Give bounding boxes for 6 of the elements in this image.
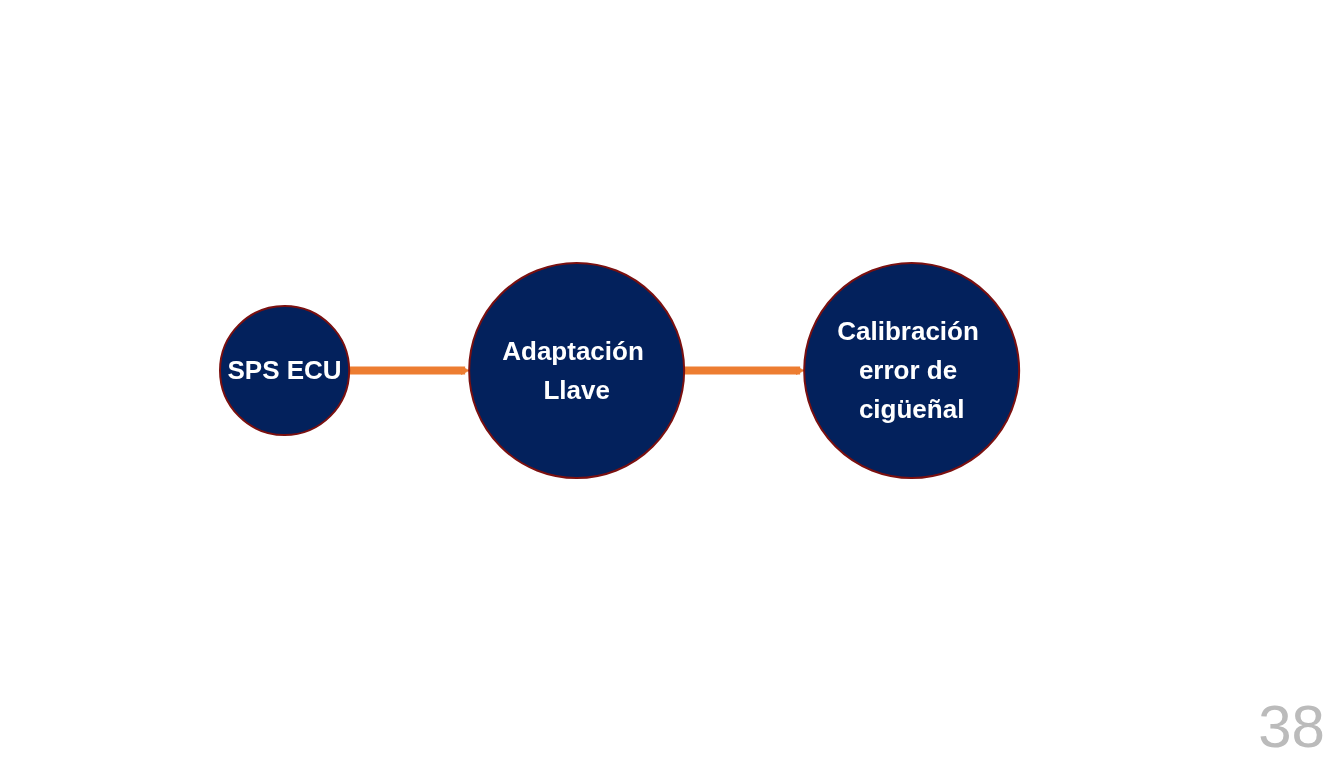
arrow	[684, 365, 805, 375]
node-circle: Calibración error de cigüeñal	[803, 261, 1021, 479]
node-circle: Adaptación Llave	[468, 261, 686, 479]
node-circle: SPS ECU	[219, 304, 351, 436]
arrow	[349, 365, 470, 375]
page-number: 38	[1258, 692, 1325, 761]
